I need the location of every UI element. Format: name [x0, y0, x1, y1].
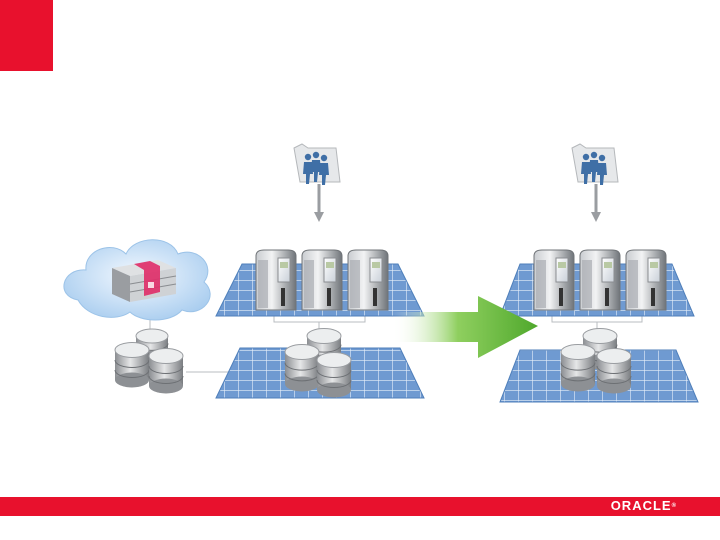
server-tower-icon [255, 249, 297, 311]
migration-arrow-icon [392, 296, 538, 358]
database-disk-icon [148, 348, 184, 394]
server-tower-icon [301, 249, 343, 311]
server-tower-icon [625, 249, 667, 311]
oracle-logo: ORACLE® [611, 499, 676, 513]
oracle-trademark: ® [671, 503, 676, 509]
database-disk-icon [316, 352, 352, 398]
database-cluster-left [284, 328, 352, 398]
server-cluster-right [533, 249, 667, 311]
migration-diagram [63, 143, 699, 403]
database-disk-icon [560, 344, 596, 392]
users-group-icon [571, 143, 619, 185]
footer-bar [0, 497, 720, 516]
server-tower-icon [533, 249, 575, 311]
database-disk-icon [114, 328, 184, 394]
request-arrow-left [314, 184, 324, 222]
database-cluster-right [560, 328, 632, 394]
database-disk-icon [114, 342, 150, 388]
oracle-logo-text: ORACLE [610, 498, 672, 513]
corner-brand-block [0, 0, 53, 71]
server-tower-icon [579, 249, 621, 311]
server-tower-icon [347, 249, 389, 311]
request-arrow-right [591, 184, 601, 222]
database-disk-icon [284, 344, 320, 392]
server-cluster-left [255, 249, 389, 311]
database-disk-icon [596, 348, 632, 394]
users-group-icon [293, 143, 341, 185]
storage-appliance-icon [112, 260, 177, 302]
